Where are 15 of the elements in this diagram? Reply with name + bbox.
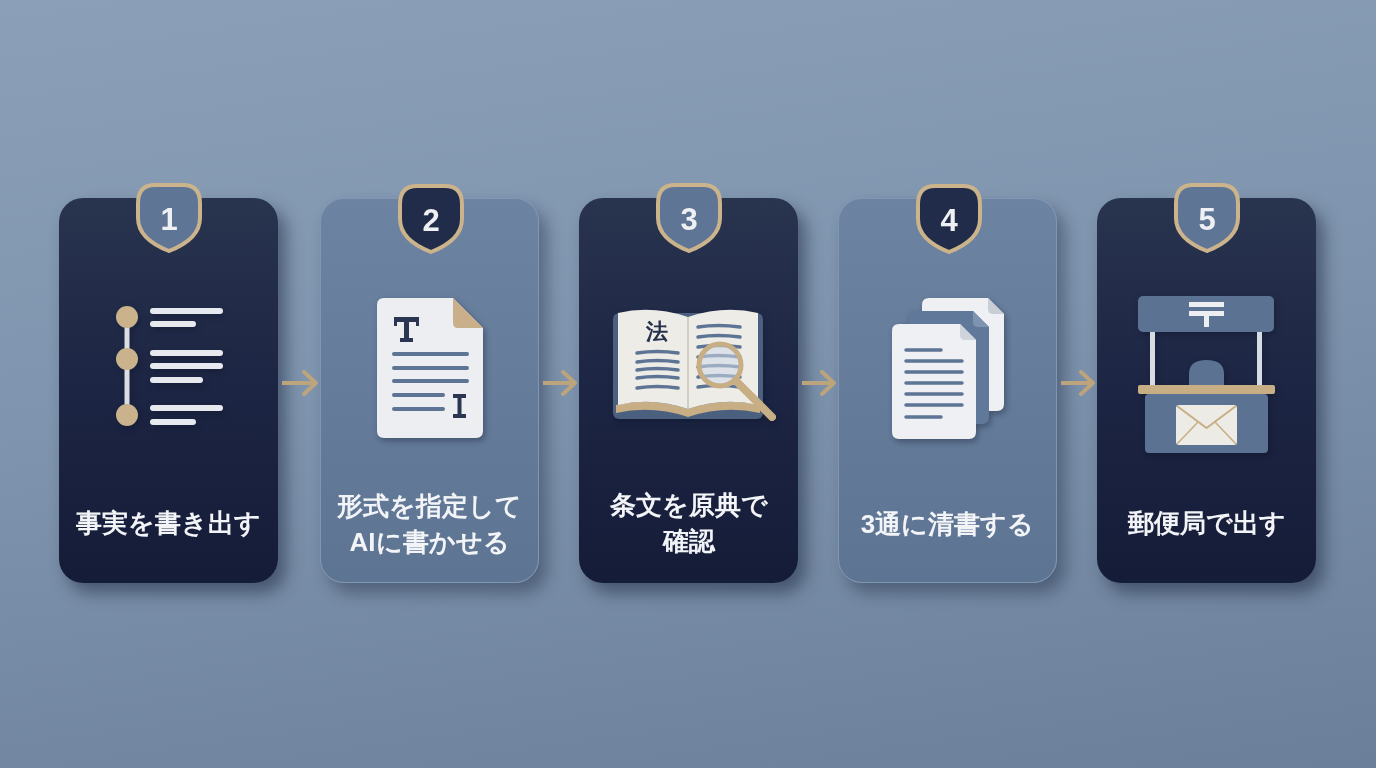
step-label: 形式を指定してAIに書かせる — [336, 490, 523, 559]
number-badge: 1 — [134, 182, 203, 254]
step-label: 3通に清書する — [860, 508, 1035, 541]
arrow — [802, 370, 836, 396]
number-badge: 2 — [396, 183, 465, 255]
arrow — [543, 370, 577, 396]
book-title: 法 — [646, 320, 668, 344]
step-label: 条文を原典で確認 — [608, 489, 769, 558]
number-badge: 4 — [914, 183, 983, 255]
step-label: 事実を書き出す — [76, 507, 261, 540]
step-label: 郵便局で出す — [1127, 507, 1286, 540]
number-badge: 3 — [654, 182, 723, 254]
number-badge: 5 — [1172, 182, 1241, 254]
arrow — [282, 370, 318, 396]
arrow — [1061, 370, 1095, 396]
